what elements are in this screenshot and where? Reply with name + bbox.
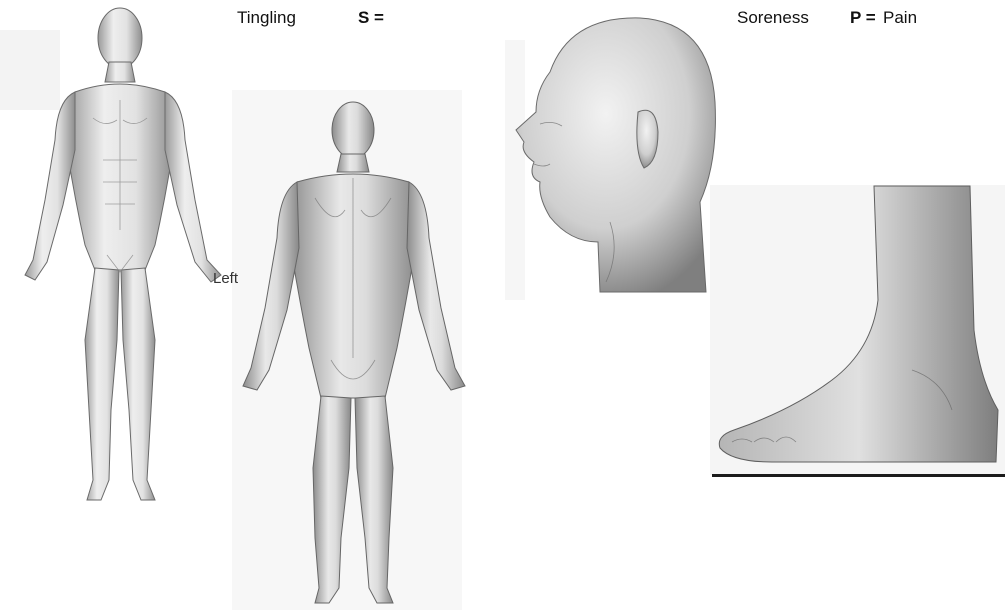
legend-soreness-label: Soreness <box>737 8 809 28</box>
legend-s-key: S = <box>358 8 384 28</box>
ground-line <box>712 474 1005 477</box>
legend-pain-label: Pain <box>883 8 917 28</box>
back-body-figure <box>235 98 470 608</box>
front-body-figure <box>5 0 235 515</box>
foot-profile-figure <box>712 180 1005 480</box>
legend-tingling-label: Tingling <box>237 8 296 28</box>
head-profile-figure <box>510 12 725 302</box>
legend-p-key: P = <box>850 8 876 28</box>
